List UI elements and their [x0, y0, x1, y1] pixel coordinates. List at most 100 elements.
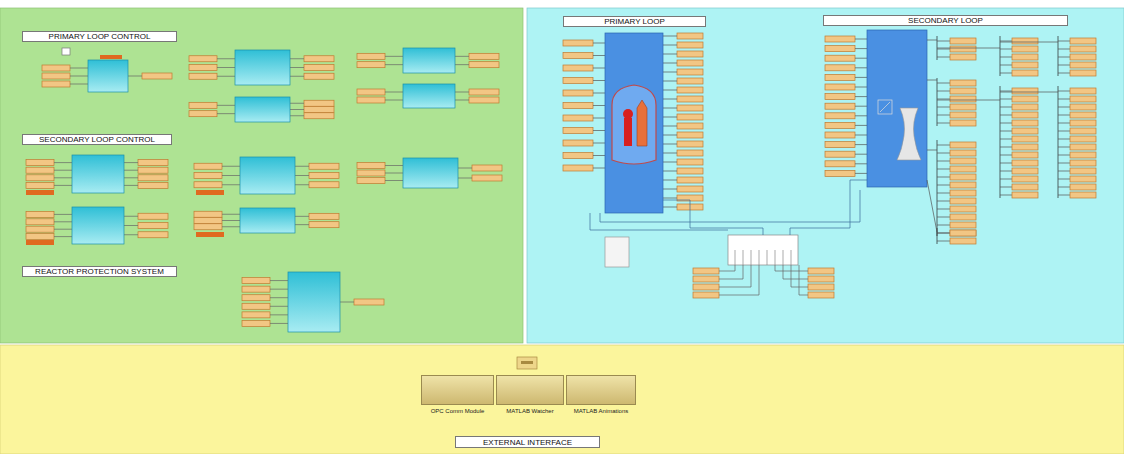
wire: [799, 265, 808, 295]
port-tag: [1012, 184, 1038, 190]
cooling-tower: [897, 108, 921, 160]
wire: [767, 250, 768, 265]
wire: [937, 225, 950, 226]
wire: [593, 143, 605, 144]
port-tag: [825, 46, 855, 52]
wire: [270, 289, 288, 290]
wire: [295, 224, 309, 225]
port-tag: [189, 111, 217, 117]
port-tag: [950, 88, 976, 94]
port-tag: [142, 73, 172, 79]
wire: [295, 166, 309, 167]
section-heading: EXTERNAL INTERFACE: [455, 436, 600, 448]
wire: [54, 214, 72, 215]
port-tag: [677, 78, 703, 84]
heading-text: PRIMARY LOOP CONTROL: [49, 32, 151, 41]
port-tag: [693, 284, 719, 290]
wire: [290, 115, 304, 116]
port-tag: [242, 286, 270, 292]
port-tag: [563, 153, 593, 159]
port-tag: [677, 159, 703, 165]
port-tag: [242, 278, 270, 284]
wire: [124, 216, 138, 217]
wire: [1000, 73, 1012, 74]
wire: [855, 87, 867, 88]
wire: [222, 184, 240, 185]
port-tag: [1070, 136, 1096, 142]
wire: [663, 126, 677, 127]
port-tag: [1012, 38, 1038, 44]
plant-wire: [790, 180, 867, 235]
wire: [385, 165, 403, 166]
port-tag: [950, 46, 976, 52]
wire: [937, 201, 950, 202]
steam-generator: [637, 100, 647, 146]
wire: [290, 58, 304, 59]
wire: [290, 67, 304, 68]
port-tag: [1012, 88, 1038, 94]
port-tag: [950, 230, 976, 236]
port-tag: [808, 276, 834, 282]
wire: [1058, 179, 1070, 180]
port-tag: [138, 182, 168, 188]
port-tag: [677, 96, 703, 102]
tag-highlight: [26, 240, 54, 245]
wire: [217, 113, 235, 114]
primary-loop-block: [605, 33, 663, 213]
wire: [1000, 92, 1058, 93]
bus-bar: [1058, 86, 1059, 198]
port-tag: [1012, 168, 1038, 174]
port-tag: [26, 160, 54, 166]
wire: [759, 250, 760, 265]
bus-bar: [937, 78, 938, 126]
wire: [1000, 195, 1012, 196]
port-tag: [304, 113, 334, 119]
port-tag: [472, 175, 502, 181]
wire: [663, 54, 677, 55]
wire: [937, 100, 1000, 101]
port-tag: [357, 97, 385, 103]
plant-panel: [527, 8, 1124, 343]
port-tag: [1012, 136, 1038, 142]
wire: [663, 36, 677, 37]
port-tag: [950, 238, 976, 244]
module-box: [566, 375, 636, 405]
wire: [128, 76, 142, 77]
wire: [1000, 91, 1012, 92]
wire: [937, 48, 1000, 49]
wire: [663, 207, 677, 208]
port-tag: [304, 65, 334, 71]
port-tag: [950, 142, 976, 148]
port-tag: [825, 132, 855, 138]
wire: [783, 250, 784, 265]
wire: [663, 135, 677, 136]
wire: [270, 323, 288, 324]
wire: [855, 135, 867, 136]
module-label: MATLAB Animations: [566, 408, 636, 415]
wire: [385, 173, 403, 174]
port-tag: [950, 80, 976, 86]
wire: [1058, 187, 1070, 188]
wire: [663, 171, 677, 172]
subsystem-block: [403, 158, 458, 188]
wire: [222, 226, 240, 227]
port-tag: [825, 142, 855, 148]
turbine-symbol: [878, 100, 892, 114]
port-tag: [825, 151, 855, 157]
wire: [1058, 41, 1070, 42]
port-tag: [309, 213, 339, 219]
secondary-loop-block: [867, 30, 927, 187]
port-tag: [563, 140, 593, 146]
wire: [1058, 123, 1070, 124]
heading-text: EXTERNAL INTERFACE: [483, 438, 572, 447]
port-tag: [194, 218, 222, 224]
port-tag: [825, 161, 855, 167]
reactor-core: [623, 109, 633, 119]
section-heading: PRIMARY LOOP: [563, 16, 706, 27]
wire: [54, 185, 72, 186]
module-box: [496, 375, 564, 405]
wire: [855, 58, 867, 59]
port-tag: [1012, 128, 1038, 134]
port-tag: [563, 115, 593, 121]
wire: [663, 198, 677, 199]
